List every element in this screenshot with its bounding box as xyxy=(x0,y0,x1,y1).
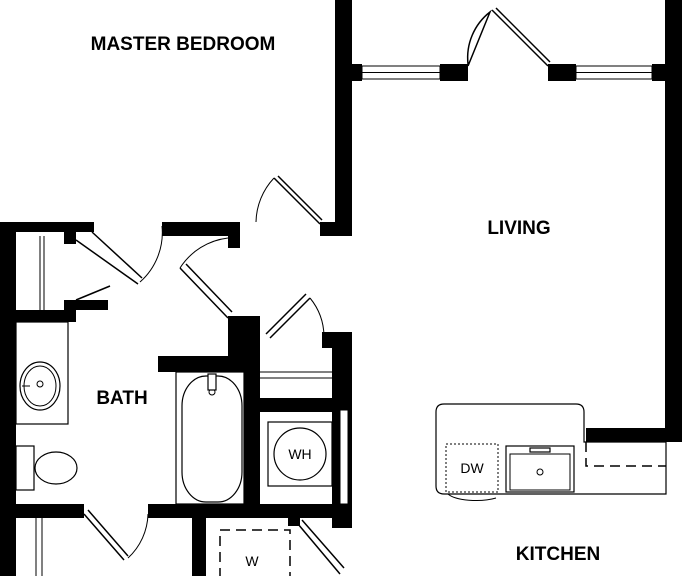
door-closet-lower xyxy=(75,285,111,301)
kitchen-sink-drain xyxy=(536,468,544,476)
door-bath-lower-leaf-b xyxy=(87,509,129,557)
wall-bedroom-bottom-mid xyxy=(162,222,240,236)
door-bath-lower-arc xyxy=(127,513,149,559)
sink-drain xyxy=(36,380,44,388)
label-washer: W xyxy=(245,553,259,569)
label-water-heater: WH xyxy=(288,446,311,462)
door-laundry-leaf xyxy=(297,523,341,575)
wall-living-top-mid-right xyxy=(548,64,576,81)
kitchen-sink-basin xyxy=(509,453,571,491)
wall-wh-left xyxy=(244,372,260,512)
kitchen-faucet xyxy=(529,447,551,453)
wall-bath-bottom-right xyxy=(148,504,352,518)
label-bath: BATH xyxy=(96,388,147,409)
wall-wh-top xyxy=(244,398,352,412)
closet xyxy=(39,236,45,310)
water-heater-tank xyxy=(273,427,327,481)
labels: MASTER BEDROOM LIVING BATH KITCHEN WH DW… xyxy=(91,34,601,569)
door-patio-swing-left xyxy=(466,9,492,67)
wall-bedroom-bottom-right xyxy=(320,222,352,236)
door-linen-arc xyxy=(309,297,325,337)
wall-bedroom-bottom-closet xyxy=(16,222,94,232)
door-closet-arc xyxy=(139,225,163,283)
wall-kitchen-right xyxy=(586,428,682,442)
dishwasher-swing xyxy=(447,493,497,502)
wall-bedroom-right xyxy=(335,0,352,236)
wall-closet-stub-top xyxy=(64,232,76,244)
wall-closet-bottom xyxy=(16,310,76,322)
wall-living-top-left xyxy=(352,64,362,81)
label-kitchen: KITCHEN xyxy=(516,544,600,565)
bath-fixtures xyxy=(15,321,333,505)
door-patio-leaf-right-b xyxy=(495,7,551,63)
label-master-bedroom: MASTER BEDROOM xyxy=(91,34,276,55)
door-bath-leaf-b xyxy=(185,263,233,313)
door-bedroom-arc xyxy=(255,177,275,223)
door-bath-leaf xyxy=(179,267,229,319)
wall-laundry-stub xyxy=(288,514,300,526)
laundry xyxy=(35,518,291,576)
wall-bath-vertical xyxy=(228,316,260,372)
wall-living-right xyxy=(665,0,682,440)
kitchen-overhead-cabinet xyxy=(585,442,666,467)
sink-basin xyxy=(19,361,61,411)
wall-laundry-left xyxy=(192,518,206,576)
toilet-tank xyxy=(15,445,35,491)
toilet-bowl xyxy=(34,451,78,485)
door-linen-leaf xyxy=(269,297,311,339)
wall-linen-top-right xyxy=(322,332,352,348)
windows xyxy=(339,65,653,505)
label-dishwasher: DW xyxy=(460,460,484,476)
door-closet-leaf xyxy=(75,239,139,285)
washer-outline xyxy=(219,529,291,576)
door-laundry-leaf-b xyxy=(301,519,345,569)
dishwasher-outline xyxy=(445,443,499,493)
door-bath-arc xyxy=(179,237,229,269)
wall-living-top-mid-left xyxy=(440,64,468,81)
label-living: LIVING xyxy=(487,218,550,239)
door-closet-leaf-b xyxy=(91,231,143,279)
wall-bath-bottom xyxy=(16,504,84,518)
wall-bedroom-door-jamb xyxy=(228,236,240,248)
wall-left-exterior xyxy=(0,222,16,576)
wall-closet-bottom-right xyxy=(64,300,108,310)
doors xyxy=(75,7,551,575)
door-bath-lower-leaf xyxy=(83,513,125,561)
door-bedroom-leaf-b xyxy=(277,175,323,221)
door-bedroom-leaf xyxy=(273,177,321,225)
tub-faucet xyxy=(207,373,217,391)
door-linen-leaf-b xyxy=(265,293,307,335)
window-linen xyxy=(339,409,349,505)
kitchen-counter xyxy=(435,403,667,502)
door-patio-leaf-right xyxy=(491,9,549,67)
wall-living-top-right xyxy=(652,64,666,81)
